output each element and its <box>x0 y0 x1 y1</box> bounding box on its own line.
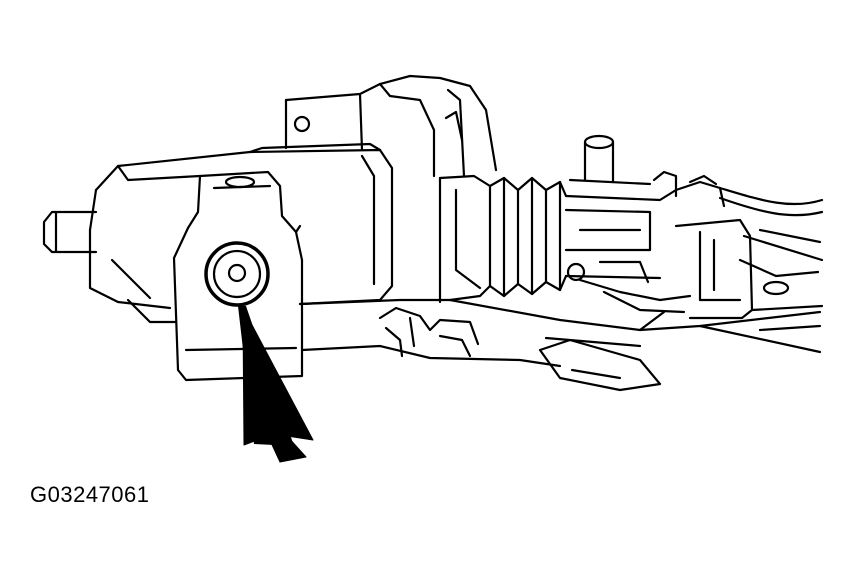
retainer-clip <box>378 306 480 358</box>
convoluted-boot <box>438 174 568 304</box>
cable <box>718 186 824 217</box>
linkage-rods <box>578 278 692 332</box>
upper-shaft-stub <box>42 210 98 254</box>
upper-bracket <box>284 74 498 178</box>
lower-bracket <box>674 218 824 320</box>
mounting-bracket <box>172 170 304 382</box>
column-housing <box>88 142 394 324</box>
tilt-mechanism <box>564 170 726 284</box>
mounting-plate <box>298 298 822 392</box>
column-post <box>568 134 652 186</box>
bracket-bolt <box>204 241 270 307</box>
pointer-arrow <box>238 306 314 463</box>
figure-id-label: G03247061 <box>30 482 150 507</box>
